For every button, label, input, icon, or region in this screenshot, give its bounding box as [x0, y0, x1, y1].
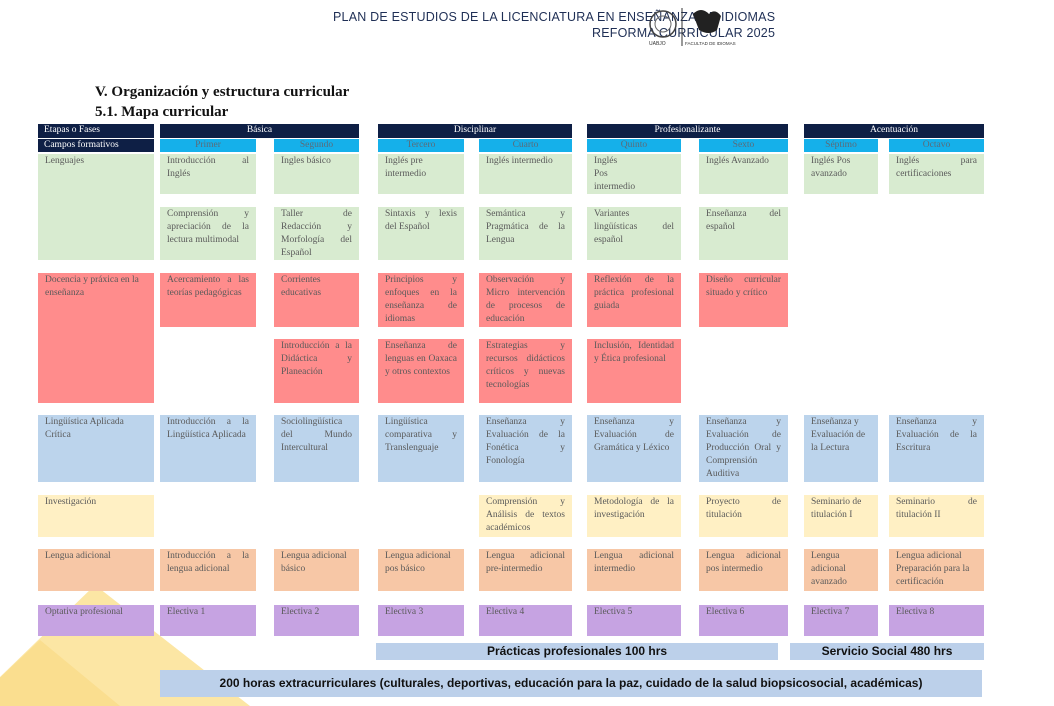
course-cell: Electiva 3 [378, 605, 464, 636]
field-lengua-adicional: Lengua adicional [38, 549, 154, 591]
course-cell: Inglés Pos intermedio [587, 154, 681, 194]
course-cell: Electiva 1 [160, 605, 256, 636]
course-cell: Comprensión y apreciación de la lectura … [160, 207, 256, 260]
course-cell: Lengua adicional avanzado [804, 549, 878, 591]
semester-7: Séptimo [804, 139, 878, 152]
semester-5: Quinto [587, 139, 681, 152]
section-subtitle: 5.1. Mapa curricular [95, 104, 229, 120]
course-cell: Electiva 4 [479, 605, 572, 636]
course-cell: Estrategias y recursos didácticos crític… [479, 339, 572, 403]
course-cell: Introducción a la Didáctica y Planeación [274, 339, 359, 403]
section-title: V. Organización y estructura curricular [95, 84, 350, 100]
course-cell: Enseñanza de lenguas en Oaxaca y otros c… [378, 339, 464, 403]
course-cell: Ingles básico [274, 154, 359, 194]
course-cell: Introducción a la Lingüística Aplicada [160, 415, 256, 482]
course-cell: Sociolingüística del Mundo Intercultural [274, 415, 359, 482]
semester-8: Octavo [889, 139, 984, 152]
semester-4: Cuarto [479, 139, 572, 152]
logo-left-text: UABJO [649, 41, 666, 47]
course-cell: Metodología de la investigación [587, 495, 681, 537]
course-cell: Lengua adicional Preparación para la cer… [889, 549, 984, 591]
course-cell: Enseñanza y Evaluación de la Fonética y … [479, 415, 572, 482]
logo-right-text: FACULTAD DE IDIOMAS [685, 41, 736, 46]
course-cell: Introducción al Inglés [160, 154, 256, 194]
course-cell: Enseñanza y Evaluación de la Lectura [804, 415, 878, 482]
course-cell: Lengua adicional pos básico [378, 549, 464, 591]
course-cell: Proyecto de titulación [699, 495, 788, 537]
course-cell: Taller de Redacción y Morfología del Esp… [274, 207, 359, 260]
course-cell: Reflexión de la práctica profesional gui… [587, 273, 681, 327]
course-cell: Lengua adicional intermedio [587, 549, 681, 591]
header-title-line2: REFORMA CURRICULAR 2025 [592, 26, 776, 40]
extracurriculares-band: 200 horas extracurriculares (culturales,… [160, 670, 982, 697]
course-cell: Corrientes educativas [274, 273, 359, 327]
course-cell: Lengua adicional pre-intermedio [479, 549, 572, 591]
field-docencia: Docencia y práxica en la enseñanza [38, 273, 154, 403]
servicio-band: Servicio Social 480 hrs [790, 643, 984, 660]
field-lenguajes: Lenguajes [38, 154, 154, 260]
course-cell: Electiva 6 [699, 605, 788, 636]
field-investigacion: Investigación [38, 495, 154, 537]
course-cell: Principios y enfoques en la enseñanza de… [378, 273, 464, 327]
stage-acentuacion: Acentuación [804, 124, 984, 138]
semester-1: Primer [160, 139, 256, 152]
course-cell: Enseñanza y Evaluación de Gramática y Lé… [587, 415, 681, 482]
course-cell: Sintaxis y lexis del Español [378, 207, 464, 260]
course-cell: Electiva 2 [274, 605, 359, 636]
header-title-line1: PLAN DE ESTUDIOS DE LA LICENCIATURA EN E… [333, 10, 776, 24]
field-optativa: Optativa profesional [38, 605, 154, 636]
corner-stages-label: Etapas o Fases [38, 124, 154, 138]
course-cell: Electiva 8 [889, 605, 984, 636]
course-cell: Inglés pre intermedio [378, 154, 464, 194]
course-cell: Lingüística comparativa y Translenguaje [378, 415, 464, 482]
course-cell: Electiva 7 [804, 605, 878, 636]
course-cell: Lengua adicional básico [274, 549, 359, 591]
corner-fields-label: Campos formativos [38, 139, 154, 152]
course-cell: Inglés Avanzado [699, 154, 788, 194]
logo-emblem-icon [649, 8, 721, 46]
course-cell: Lengua adicional pos intermedio [699, 549, 788, 591]
stage-basica: Básica [160, 124, 359, 138]
practicas-band: Prácticas profesionales 100 hrs [376, 643, 778, 660]
course-cell: Diseño curricular situado y crítico [699, 273, 788, 327]
stage-profesionalizante: Profesionalizante [587, 124, 788, 138]
course-cell: Acercamiento a las teorías pedagógicas [160, 273, 256, 327]
course-cell: Inglés para certificaciones [889, 154, 984, 194]
course-cell: Seminario de titulación I [804, 495, 878, 537]
semester-6: Sexto [699, 139, 788, 152]
course-cell: Seminario de titulación II [889, 495, 984, 537]
course-cell: Inclusión, Identidad y Ética profesional [587, 339, 681, 403]
stage-disciplinar: Disciplinar [378, 124, 572, 138]
semester-3: Tercero [378, 139, 464, 152]
field-linguistica: Lingüística Aplicada Crítica [38, 415, 154, 482]
course-cell: Inglés intermedio [479, 154, 572, 194]
course-cell: Enseñanza y Evaluación de la Escritura [889, 415, 984, 482]
course-cell: Observación y Micro intervención de proc… [479, 273, 572, 327]
course-cell: Electiva 5 [587, 605, 681, 636]
course-cell: Comprensión y Análisis de textos académi… [479, 495, 572, 537]
course-cell: Enseñanza y Evaluación de Producción Ora… [699, 415, 788, 482]
faculty-logo: UABJO FACULTAD DE IDIOMAS [641, 4, 737, 48]
course-cell: Variantes lingüísticas del español [587, 207, 681, 260]
course-cell: Enseñanza del español [699, 207, 788, 260]
course-cell: Introducción a la lengua adicional [160, 549, 256, 591]
course-cell: Semántica y Pragmática de la Lengua [479, 207, 572, 260]
course-cell: Inglés Pos avanzado [804, 154, 878, 194]
semester-2: Segundo [274, 139, 359, 152]
